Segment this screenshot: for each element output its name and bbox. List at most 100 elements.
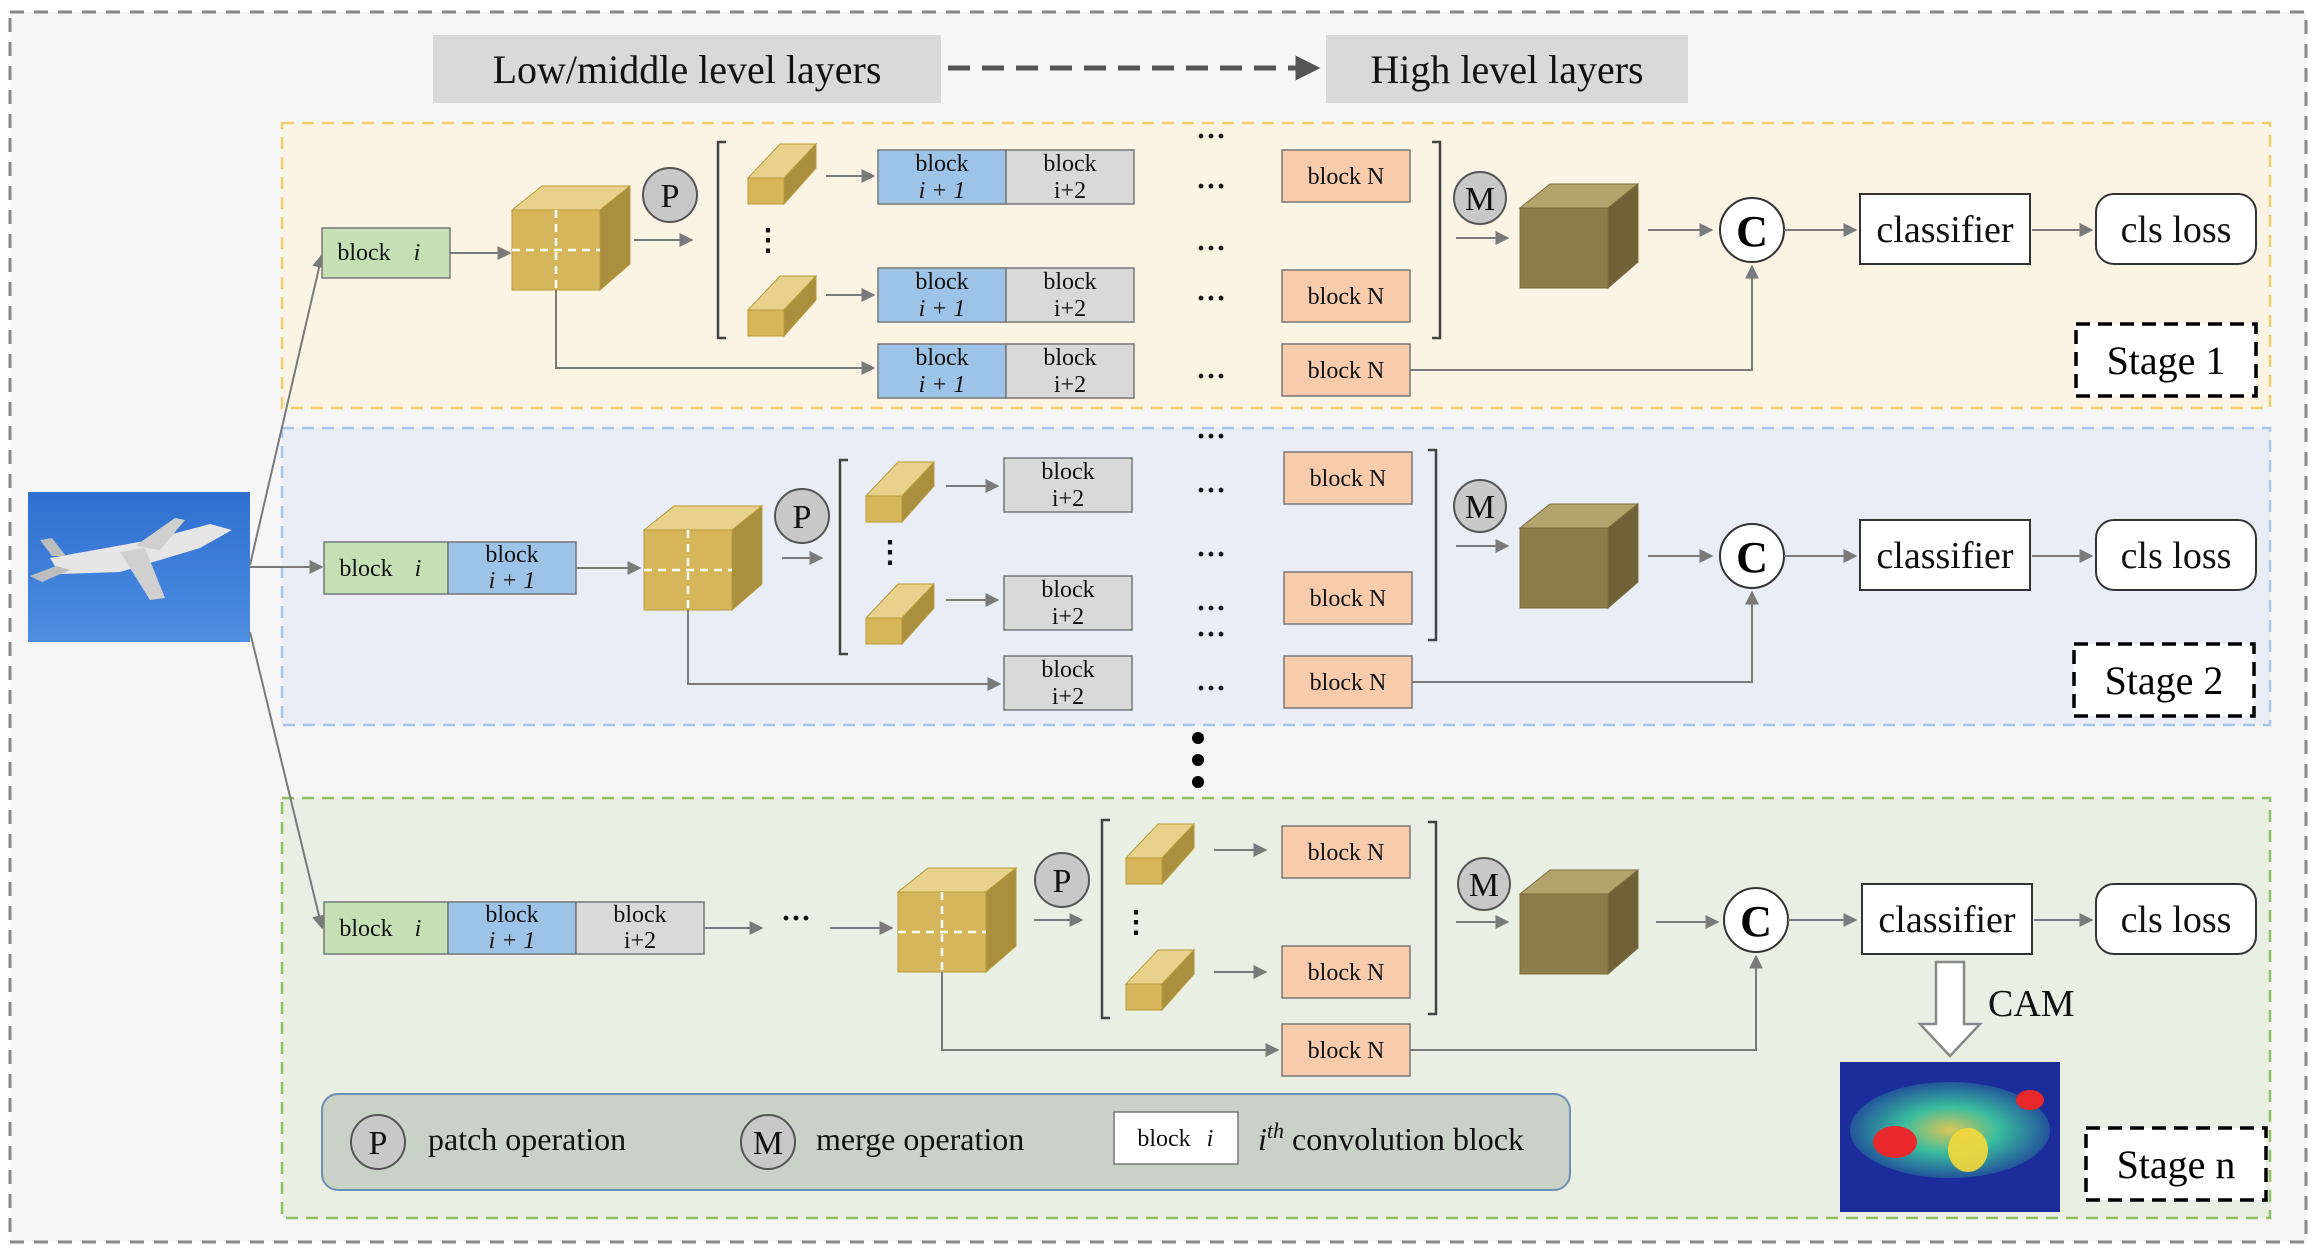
svg-text:block: block — [337, 240, 390, 266]
svg-text:···: ··· — [1196, 592, 1226, 625]
svg-text:block: block — [1043, 151, 1096, 177]
svg-text:⋮: ⋮ — [753, 224, 783, 257]
svg-text:P: P — [369, 1125, 388, 1162]
stage2-label: Stage 2 — [2072, 642, 2256, 718]
block-i2: block i+2 — [575, 901, 705, 955]
concat-circle: C — [1719, 197, 1785, 263]
stagen-label: Stage n — [2084, 1126, 2268, 1202]
svg-text:···: ··· — [1196, 170, 1226, 203]
svg-text:P: P — [1053, 863, 1072, 900]
svg-text:i+2: i+2 — [624, 928, 656, 954]
svg-text:classifier: classifier — [1876, 209, 2014, 251]
header: Low/middle level layers High level layer… — [433, 35, 1688, 103]
svg-text:···: ··· — [1196, 120, 1226, 153]
svg-text:···: ··· — [1196, 360, 1226, 393]
feature-cube — [510, 184, 632, 292]
block-i: block i — [323, 541, 449, 595]
merged-feature-cube — [1518, 182, 1640, 290]
svg-text:i: i — [415, 916, 422, 942]
patch-cube — [1124, 822, 1196, 886]
patch-cube — [864, 582, 936, 646]
svg-text:block: block — [485, 902, 538, 928]
block-i1: block i + 1 — [877, 343, 1007, 399]
svg-text:block: block — [1043, 345, 1096, 371]
patch-cube — [746, 274, 818, 338]
svg-text:C: C — [1736, 533, 1768, 582]
svg-text:P: P — [661, 178, 680, 215]
stage2: block i block i + 1 P ⋮ — [323, 420, 2257, 718]
block-n: block N — [1283, 571, 1413, 625]
stage1: block i P ⋮ — [321, 120, 2258, 399]
svg-text:cls loss: cls loss — [2121, 535, 2232, 577]
svg-text:block: block — [915, 345, 968, 371]
svg-text:⋮: ⋮ — [875, 536, 905, 569]
input-airplane-image — [28, 492, 250, 642]
block-n: block N — [1283, 655, 1413, 709]
svg-text:block: block — [339, 916, 392, 942]
legend-conv-label: ith convolution block — [1258, 1118, 1524, 1157]
classifier-box: classifier — [1861, 883, 2033, 955]
header-low-label: Low/middle level layers — [493, 47, 882, 92]
block-i1: block i + 1 — [447, 541, 577, 595]
svg-text:block N: block N — [1310, 466, 1387, 492]
patch-operation-circle: P — [642, 167, 698, 223]
block-i1: block i + 1 — [877, 267, 1007, 323]
svg-text:block: block — [915, 269, 968, 295]
svg-text:···: ··· — [1196, 282, 1226, 315]
block-n: block N — [1281, 1023, 1411, 1077]
svg-text:block: block — [1041, 459, 1094, 485]
legend-merge-icon: M — [740, 1114, 796, 1170]
svg-text:block: block — [1041, 657, 1094, 683]
block-n: block N — [1281, 945, 1411, 999]
svg-text:M: M — [1469, 867, 1499, 904]
input-arrow-stagen — [249, 631, 326, 930]
svg-text:i+2: i+2 — [1054, 296, 1086, 322]
svg-text:C: C — [1740, 897, 1772, 946]
feature-cube — [642, 504, 764, 612]
block-i1: block i + 1 — [877, 149, 1007, 205]
cam-heatmap-image — [1840, 1062, 2060, 1212]
svg-text:block N: block N — [1310, 670, 1387, 696]
merge-operation-circle: M — [1457, 857, 1511, 911]
cls-loss-box: cls loss — [2095, 193, 2257, 265]
svg-text:block N: block N — [1308, 164, 1385, 190]
block-n: block N — [1281, 269, 1411, 323]
svg-text:i+2: i+2 — [1052, 604, 1084, 630]
svg-text:classifier: classifier — [1876, 535, 2014, 577]
svg-text:···: ··· — [1196, 672, 1226, 705]
stage-continuation-dots — [1192, 732, 1204, 788]
svg-text:cls loss: cls loss — [2121, 209, 2232, 251]
svg-text:block: block — [613, 902, 666, 928]
cam-label: CAM — [1988, 983, 2075, 1025]
svg-text:···: ··· — [1196, 618, 1226, 651]
block-i2: block i+2 — [1005, 267, 1135, 323]
concat-circle: C — [1719, 523, 1785, 589]
block-i2: block i+2 — [1005, 149, 1135, 205]
svg-text:block N: block N — [1308, 284, 1385, 310]
svg-text:i + 1: i + 1 — [919, 178, 966, 204]
input-arrow-stage1 — [249, 253, 326, 566]
svg-text:i: i — [415, 556, 422, 582]
svg-text:···: ··· — [1196, 474, 1226, 507]
svg-text:i+2: i+2 — [1054, 372, 1086, 398]
svg-text:M: M — [753, 1125, 783, 1162]
svg-text:Stage n: Stage n — [2117, 1142, 2236, 1187]
classifier-box: classifier — [1859, 519, 2031, 591]
svg-text:M: M — [1465, 489, 1495, 526]
block-i2: block i+2 — [1005, 343, 1135, 399]
legend-block-sample: block i — [1113, 1111, 1239, 1165]
legend-patch-icon: P — [350, 1114, 406, 1170]
svg-text:Stage 2: Stage 2 — [2105, 658, 2224, 703]
svg-text:i+2: i+2 — [1052, 486, 1084, 512]
svg-text:block: block — [485, 542, 538, 568]
svg-text:···: ··· — [1196, 232, 1226, 265]
svg-text:block: block — [1043, 269, 1096, 295]
block-i1: block i + 1 — [447, 901, 577, 955]
svg-text:classifier: classifier — [1878, 899, 2016, 941]
stage1-label: Stage 1 — [2074, 322, 2258, 398]
block-n: block N — [1283, 451, 1413, 505]
legend-merge-label: merge operation — [816, 1121, 1024, 1157]
classifier-box: classifier — [1859, 193, 2031, 265]
merge-operation-circle: M — [1453, 171, 1507, 225]
